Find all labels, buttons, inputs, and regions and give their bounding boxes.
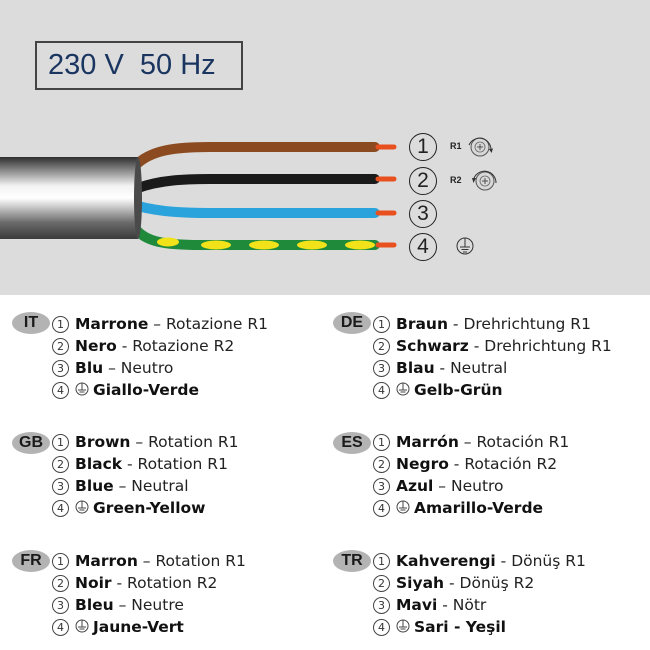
- rotation-cw-icon: [468, 137, 493, 157]
- number-circle: 2: [373, 456, 390, 473]
- number-circle: 3: [52, 360, 69, 377]
- number-circle: 3: [52, 478, 69, 495]
- number-circle: 4: [52, 619, 69, 636]
- wire-black: [133, 174, 397, 193]
- voltage-frequency-label: 230 V 50 Hz: [35, 41, 243, 90]
- number-circle: 2: [52, 575, 69, 592]
- number-circle: 1: [52, 316, 69, 333]
- ground-icon: [456, 237, 474, 255]
- number-circle: 4: [52, 500, 69, 517]
- number-circle: 1: [52, 553, 69, 570]
- cable-diagram: [0, 137, 497, 255]
- number-circle: 3: [373, 478, 390, 495]
- diagram-area: 230 V 50 Hz: [0, 0, 650, 295]
- ground-icon: [75, 500, 89, 514]
- ground-icon: [75, 382, 89, 396]
- language-badge-de: DE: [333, 312, 371, 334]
- wire-number-1: 1: [409, 133, 437, 161]
- wire-green-yellow: [130, 223, 397, 250]
- wire-number-3: 3: [409, 200, 437, 228]
- number-circle: 4: [373, 619, 390, 636]
- cable-jacket: [0, 157, 142, 239]
- number-circle: 1: [373, 434, 390, 451]
- number-circle: 4: [52, 382, 69, 399]
- number-circle: 1: [52, 434, 69, 451]
- language-badge-it: IT: [12, 312, 50, 334]
- r1-label: R1: [450, 141, 462, 151]
- ground-icon: [396, 382, 410, 396]
- number-circle: 2: [373, 338, 390, 355]
- number-circle: 3: [373, 360, 390, 377]
- wire-brown: [130, 142, 397, 171]
- number-circle: 1: [373, 316, 390, 333]
- number-circle: 2: [52, 456, 69, 473]
- ground-icon: [396, 500, 410, 514]
- ground-icon: [396, 619, 410, 633]
- number-circle: 3: [52, 597, 69, 614]
- number-circle: 2: [52, 338, 69, 355]
- number-circle: 2: [373, 575, 390, 592]
- number-circle: 4: [373, 500, 390, 517]
- language-badge-fr: FR: [12, 550, 50, 572]
- language-badge-es: ES: [333, 432, 371, 454]
- number-circle: 4: [373, 382, 390, 399]
- wire-number-2: 2: [409, 167, 437, 195]
- rotation-ccw-icon: [472, 170, 497, 191]
- language-badge-tr: TR: [333, 550, 371, 572]
- r2-label: R2: [450, 175, 462, 185]
- wire-number-4: 4: [409, 233, 437, 261]
- number-circle: 3: [373, 597, 390, 614]
- language-badge-gb: GB: [12, 432, 50, 454]
- number-circle: 1: [373, 553, 390, 570]
- wire-blue: [133, 201, 397, 218]
- ground-icon: [75, 619, 89, 633]
